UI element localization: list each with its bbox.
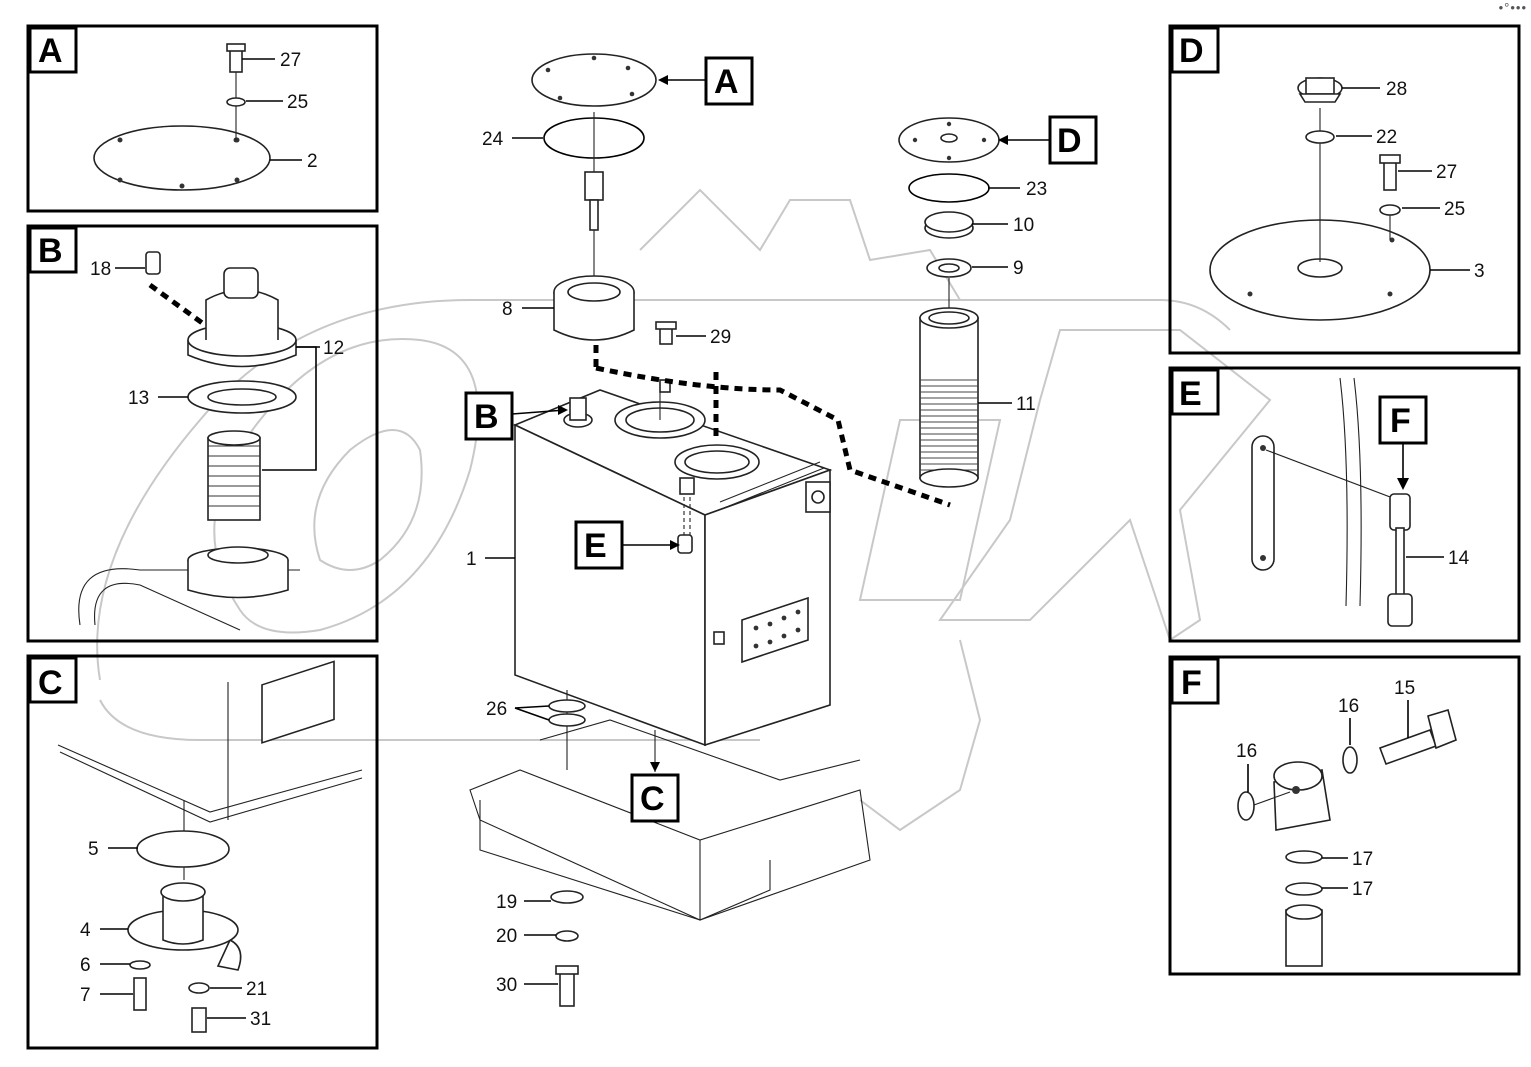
callout-tag-f: F xyxy=(1390,402,1411,440)
part-18-label: 18 xyxy=(90,259,111,280)
detail-panel-c: C 5 4 6 7 21 31 xyxy=(26,654,379,1050)
callout-tag-a: A xyxy=(714,63,739,101)
part-22-label: 22 xyxy=(1376,127,1397,148)
part-1-label: 1 xyxy=(466,549,477,570)
part-20-label: 20 xyxy=(496,926,517,947)
part-11-label: 11 xyxy=(1016,394,1036,415)
callout-tag-b: B xyxy=(474,398,499,436)
callout-tag-d: D xyxy=(1057,122,1082,160)
part-7-label: 7 xyxy=(80,985,91,1006)
part-31-label: 31 xyxy=(250,1009,271,1030)
part-16-label: 16 xyxy=(1338,696,1359,717)
part-2-label: 2 xyxy=(307,151,318,172)
part-30-label: 30 xyxy=(496,975,517,996)
part-16-label: 16 xyxy=(1236,741,1257,762)
part-13-label: 13 xyxy=(128,388,149,409)
detail-panel-d: D 28 22 27 25 3 xyxy=(1168,24,1521,355)
part-29-label: 29 xyxy=(710,327,731,348)
part-3-label: 3 xyxy=(1474,261,1485,282)
part-12-label: 12 xyxy=(323,338,344,359)
part-9-label: 9 xyxy=(1013,258,1024,279)
part-10-label: 10 xyxy=(1013,215,1034,236)
detail-label-e: E xyxy=(1179,375,1202,413)
part-14-label: 14 xyxy=(1448,548,1470,569)
part-27-label: 27 xyxy=(1436,162,1457,183)
part-27-label: 27 xyxy=(280,50,301,71)
part-6-label: 6 xyxy=(80,955,91,976)
part-28-label: 28 xyxy=(1386,79,1407,100)
part-21-label: 21 xyxy=(246,979,267,1000)
callout-tag-e: E xyxy=(584,527,607,565)
part-15-label: 15 xyxy=(1394,678,1415,699)
detail-label-c: C xyxy=(38,664,63,702)
detail-panel-f: F 16 16 15 17 17 xyxy=(1168,655,1521,976)
part-25-label: 25 xyxy=(287,92,308,113)
detail-label-f: F xyxy=(1181,664,1202,702)
callout-tag-c: C xyxy=(640,780,665,818)
part-24-label: 24 xyxy=(482,129,504,150)
part-23-label: 23 xyxy=(1026,179,1047,200)
part-19-label: 19 xyxy=(496,892,517,913)
part-25-label: 25 xyxy=(1444,199,1465,220)
part-26-label: 26 xyxy=(486,699,507,720)
detail-panel-a: A 27 25 2 xyxy=(26,24,379,213)
options-menu-icon[interactable]: •°••• xyxy=(1498,0,1527,15)
detail-label-d: D xyxy=(1179,32,1204,70)
detail-label-b: B xyxy=(38,232,63,270)
part-8-label: 8 xyxy=(502,299,513,320)
part-4-label: 4 xyxy=(80,920,91,941)
detail-label-a: A xyxy=(38,32,63,70)
detail-panel-b: B 18 12 13 xyxy=(26,224,379,643)
part-17-label: 17 xyxy=(1352,879,1373,900)
part-5-label: 5 xyxy=(88,839,99,860)
part-17-label: 17 xyxy=(1352,849,1373,870)
detail-panel-e: E F 14 xyxy=(1168,366,1521,643)
main-assembly: A D B E C 24 23 10 9 11 8 29 1 26 19 20 … xyxy=(464,53,1098,1007)
